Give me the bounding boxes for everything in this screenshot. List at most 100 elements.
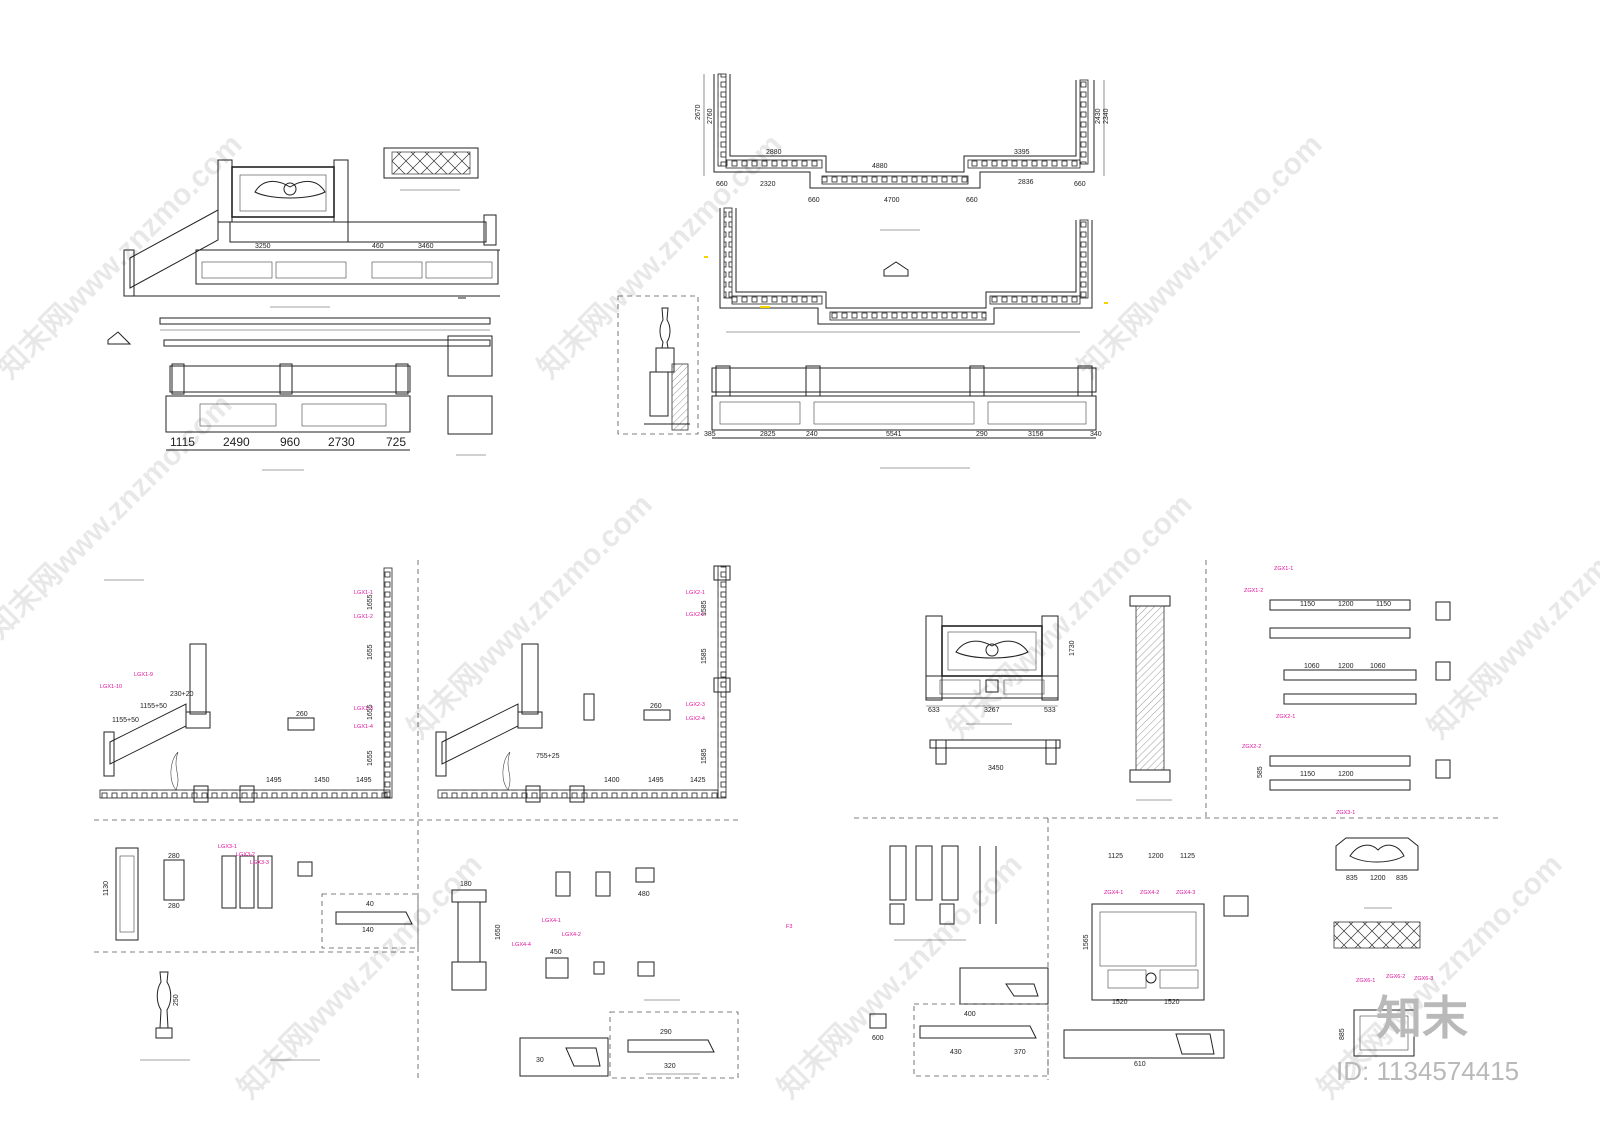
dim-text: 1150 bbox=[1376, 601, 1391, 608]
dim-text: 835 bbox=[1396, 875, 1408, 882]
watermark-text: 知末网www.znzmo.com bbox=[232, 848, 489, 1105]
dim-text: 370 bbox=[1014, 1049, 1026, 1056]
label: ZGX4-1 bbox=[1104, 890, 1123, 896]
plan-dim: 960 bbox=[280, 435, 300, 449]
dim-text: 1655 bbox=[367, 644, 374, 660]
dim-text: 1200 bbox=[1338, 601, 1354, 608]
dim-text: 280 bbox=[168, 853, 180, 860]
label: LGX2-4 bbox=[686, 716, 705, 722]
dim-text: 585 bbox=[1257, 766, 1264, 778]
label: LGX4-2 bbox=[562, 932, 581, 938]
dim-text: 4700 bbox=[884, 197, 900, 204]
baluster-detail bbox=[617, 295, 699, 435]
dim-text: 1655 bbox=[367, 750, 374, 766]
logo-id: ID: 1134574415 bbox=[1336, 1056, 1519, 1086]
label: ZGX1-1 bbox=[1274, 566, 1293, 572]
label: LGX2-3 bbox=[686, 702, 705, 708]
dim-text: 1130 bbox=[103, 881, 110, 896]
dim-text: 660 bbox=[1074, 181, 1086, 188]
dim-text: 1585 bbox=[701, 600, 708, 616]
dim-text: 3250 bbox=[255, 243, 271, 250]
bottom-left-stair: 1495 1450 1495 1655 1655 1655 1655 LGX1-… bbox=[99, 567, 393, 803]
label: LGX2-2 bbox=[686, 612, 705, 618]
dim-text: 1200 bbox=[1338, 663, 1354, 670]
top-left-plan: 1115 2490 960 2730 725 bbox=[107, 317, 493, 471]
dim-text: 3450 bbox=[988, 765, 1004, 772]
top-center-elevation: 385 2825 240 5541 290 3156 340 bbox=[704, 365, 1102, 469]
dim-text: 3267 bbox=[984, 707, 1000, 714]
watermark-text: 知末网www.znzmo.com bbox=[402, 488, 659, 745]
label: ZGX3-1 bbox=[1336, 810, 1355, 816]
label: LGX3-3 bbox=[250, 860, 269, 866]
dim-text: 2340 bbox=[1103, 108, 1110, 124]
dim-text: 835 bbox=[1346, 875, 1358, 882]
plan-dim: 725 bbox=[386, 435, 406, 449]
dim-text: 40 bbox=[366, 901, 374, 908]
dim-text: 260 bbox=[296, 711, 308, 718]
label: ZGX2-2 bbox=[1242, 744, 1261, 750]
logo-text: 知末 bbox=[1376, 991, 1468, 1045]
label: LGX4-4 bbox=[512, 942, 531, 948]
bottom-right-elevation: 3267 633 533 1730 3450 bbox=[925, 595, 1172, 801]
dim-text: 5541 bbox=[886, 431, 902, 438]
dim-text: 1150 bbox=[1300, 601, 1315, 608]
bottom-mid-details: 180 1650 480 LGX4-1 LGX4-2 LGX4-4 450 F3… bbox=[451, 867, 792, 1079]
dim-text: 1495 bbox=[356, 777, 372, 784]
dim-text: 1060 bbox=[1370, 663, 1386, 670]
dim-text: 140 bbox=[362, 927, 374, 934]
dim-text: 30 bbox=[536, 1057, 544, 1064]
dim-text: 1730 bbox=[1069, 640, 1076, 656]
bottom-right-plans: 1150 1200 1150 1060 1200 1060 585 1150 1… bbox=[1242, 566, 1451, 816]
plan-dim: 2730 bbox=[328, 435, 355, 449]
dim-text: 230+20 bbox=[170, 691, 194, 698]
label: LGX1-1 bbox=[354, 590, 373, 596]
label: ZGX2-1 bbox=[1276, 714, 1295, 720]
dim-text: 1565 bbox=[1083, 934, 1090, 950]
dim-text: 610 bbox=[1134, 1061, 1146, 1068]
label: LGX2-1 bbox=[686, 590, 705, 596]
dim-text: 1450 bbox=[314, 777, 330, 784]
dim-text: 480 bbox=[638, 891, 650, 898]
dim-text: 400 bbox=[964, 1011, 976, 1018]
dim-text: 320 bbox=[664, 1063, 676, 1070]
dim-text: 660 bbox=[716, 181, 728, 188]
label: LGX1-9 bbox=[134, 672, 153, 678]
dim-text: 240 bbox=[806, 431, 818, 438]
top-left-elevation: 3250 460 3460 bbox=[123, 147, 500, 308]
dim-text: 3156 bbox=[1028, 431, 1044, 438]
dim-text: 660 bbox=[808, 197, 820, 204]
label: ZGX6-2 bbox=[1386, 974, 1405, 980]
dim-text: 260 bbox=[650, 703, 662, 710]
dim-text: 1495 bbox=[266, 777, 282, 784]
top-center-plan-lower bbox=[704, 207, 1108, 333]
bottom-right-details: 400 430 370 600 1125 1200 1125 1565 1520… bbox=[869, 837, 1433, 1077]
dim-text: 385 bbox=[704, 431, 716, 438]
label: ZGX4-2 bbox=[1140, 890, 1159, 896]
dim-text: 1060 bbox=[1304, 663, 1320, 670]
dim-text: 1425 bbox=[690, 777, 706, 784]
label: ZGX6-1 bbox=[1356, 978, 1375, 984]
label: LGX1-4 bbox=[354, 724, 373, 730]
dim-text: 1200 bbox=[1148, 853, 1164, 860]
dim-text: 180 bbox=[460, 881, 472, 888]
dim-text: 3460 bbox=[418, 243, 434, 250]
dim-text: 1585 bbox=[701, 748, 708, 764]
dim-text: 1585 bbox=[701, 648, 708, 664]
dim-text: 3395 bbox=[1014, 149, 1030, 156]
dim-text: 1200 bbox=[1338, 771, 1354, 778]
label: ZGX6-3 bbox=[1414, 976, 1433, 982]
label: LGX3-2 bbox=[236, 852, 255, 858]
dim-text: 2880 bbox=[766, 149, 782, 156]
dim-text: 600 bbox=[872, 1035, 884, 1042]
dim-text: 755+25 bbox=[536, 753, 560, 760]
dim-text: 450 bbox=[550, 949, 562, 956]
dim-text: 340 bbox=[1090, 431, 1102, 438]
dim-text: 460 bbox=[372, 243, 384, 250]
dim-text: 2430 bbox=[1095, 108, 1102, 124]
label: LGX1-10 bbox=[100, 684, 122, 690]
dim-text: 1520 bbox=[1164, 999, 1180, 1006]
dim-text: 280 bbox=[168, 903, 180, 910]
dim-text: 1125 bbox=[1180, 853, 1195, 860]
dim-text: 533 bbox=[1044, 707, 1056, 714]
